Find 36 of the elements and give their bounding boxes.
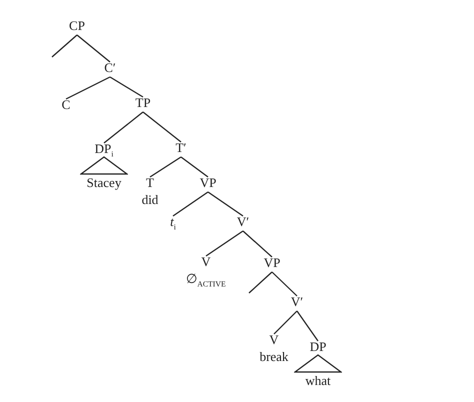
category-label: DP [308,339,328,354]
branch-line [206,230,244,256]
word-label: what [304,373,332,388]
category-label: DP$_{i}$ [94,141,114,156]
category-label: t$_{i}$ [170,214,176,229]
category-label: VP [200,175,216,190]
category-label: V [268,332,280,347]
branch-line [66,76,110,100]
category-label: V [200,254,212,269]
branch-line [208,192,244,216]
branch-line [52,34,78,58]
word-label: ∅$_{ACTIVE}$ [186,271,226,286]
word-label: Stacey [86,175,122,190]
branch-line [172,192,208,216]
category-label: VP [264,255,280,270]
category-label: V′ [236,214,250,229]
branch-line [272,272,298,296]
category-label: C′ [104,60,116,75]
branch-line [150,156,182,178]
category-label: V′ [290,294,304,309]
branch-line [142,112,182,142]
category-label: T′ [176,140,186,155]
branch-line [274,310,298,334]
branch-line [76,34,110,62]
branch-line [180,156,208,178]
branch-line [104,112,144,144]
category-label: TP [135,95,151,110]
branch-line [248,272,272,294]
word-label: break [260,349,288,364]
branch-line [110,76,144,98]
category-label: C [62,97,70,112]
category-label: T [145,175,155,190]
branch-line [296,310,318,342]
word-label: did [142,192,158,207]
branch-line [242,230,272,258]
category-label: CP [69,18,85,33]
